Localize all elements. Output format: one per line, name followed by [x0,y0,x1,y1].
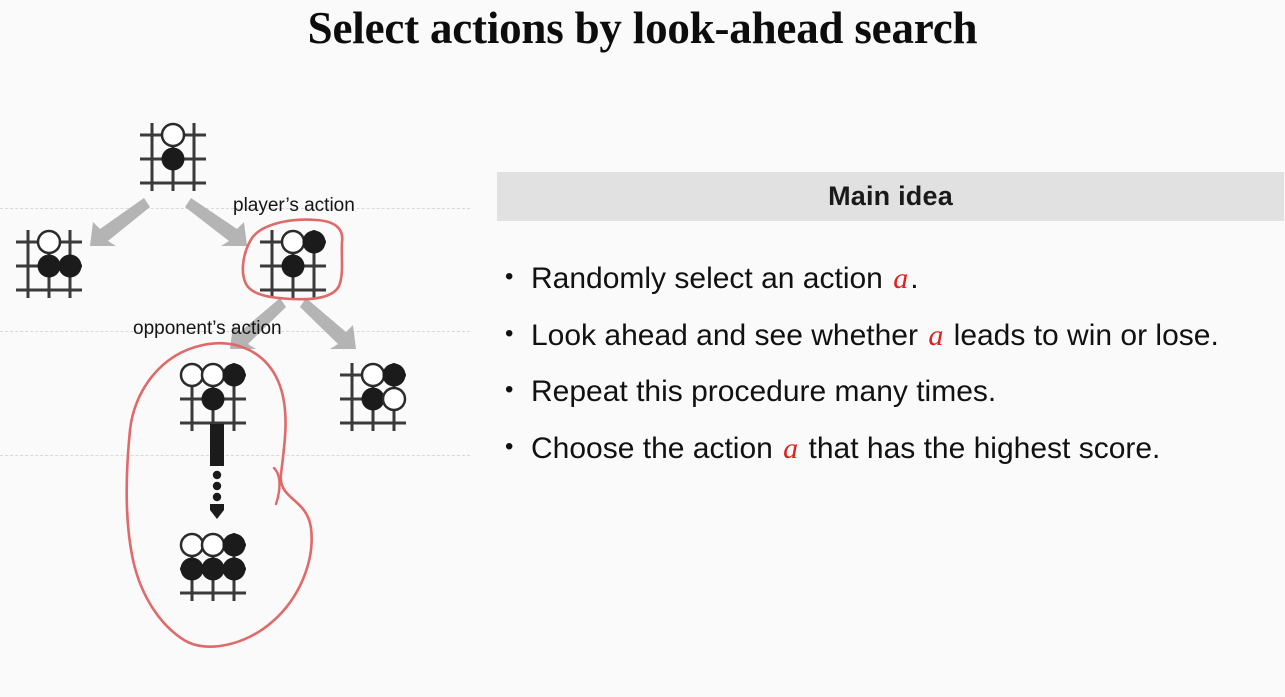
action-variable: a [928,318,944,352]
main-idea-bullet-list: • Randomly select an action a. • Look ah… [505,258,1280,484]
go-board-root-svg [140,122,206,191]
board-grandchild-right [332,355,414,437]
action-variable: a [783,431,799,465]
guide-line-1 [0,208,470,209]
list-item: • Look ahead and see whether a leads to … [505,315,1280,358]
go-board-child-right-svg [260,229,326,298]
board-child-left [8,222,90,304]
bullet-marker: • [505,319,514,347]
go-board-terminal-svg [179,532,246,601]
slide-title: Select actions by look-ahead search [307,3,978,53]
go-board-grandchild-right-svg [340,362,407,431]
bullet-marker: • [505,376,514,404]
list-item: • Randomly select an action a. [505,258,1280,301]
label-opponents-action: opponent’s action [133,318,282,339]
list-item: • Choose the action a that has the highe… [505,428,1280,471]
board-terminal [172,525,254,607]
bullet-text-look-ahead: Look ahead and see whether a leads to wi… [531,318,1219,352]
red-hook-mark [272,466,281,506]
arrow-child-to-grandchild-right [300,296,360,352]
bullet-text-choose: Choose the action a that has the highest… [531,431,1161,465]
board-child-right [252,222,334,304]
arrow-root-to-right-child [185,196,255,248]
main-idea-title: Main idea [828,181,953,211]
label-players-action: player’s action [233,195,355,216]
list-item: • Repeat this procedure many times. [505,371,1280,414]
rollout-progression-arrow [198,424,236,525]
arrow-child-to-grandchild-left [228,296,286,352]
arrow-root-to-left-child [88,196,150,248]
action-variable: a [893,262,909,295]
bullet-text-random-select: Randomly select an action a. [531,262,919,295]
bullet-text-repeat: Repeat this procedure many times. [531,375,997,409]
bullet-marker: • [505,432,514,460]
bullet-marker: • [505,263,514,290]
main-idea-box: Main idea [497,172,1284,221]
go-board-child-left-svg [16,229,82,298]
board-root [132,115,214,197]
